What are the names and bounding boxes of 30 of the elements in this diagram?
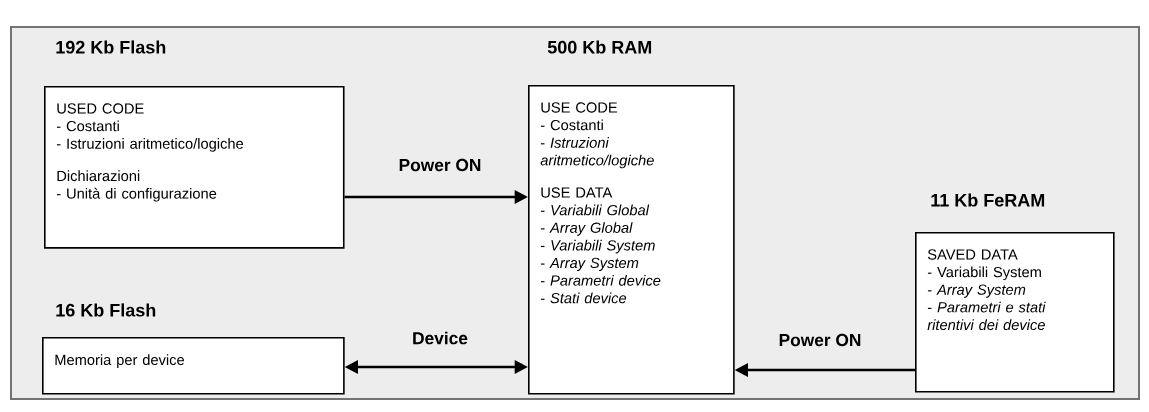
memory-heading: 500 Kb RAM bbox=[547, 40, 652, 54]
node-label: - Costanti bbox=[540, 119, 603, 131]
memory-heading: 16 Kb Flash bbox=[56, 303, 156, 317]
memory-heading: 11 Kb FeRAM bbox=[931, 193, 1045, 207]
edge-label: Power ON bbox=[779, 333, 861, 347]
node-label: - Array System bbox=[927, 284, 1026, 298]
node-label: - Array System bbox=[540, 257, 639, 272]
node-label: - Array Global bbox=[540, 222, 633, 236]
memory-box: Memoria per device bbox=[42, 337, 345, 395]
node-label: - Istruzioni aritmetico/logiche bbox=[56, 138, 244, 152]
node-label: - Istruzioni aritmetico/logiche bbox=[540, 137, 654, 169]
edge-label: Power ON bbox=[399, 158, 481, 172]
node-label: - Variabili System bbox=[927, 266, 1041, 281]
node-label: - Unità di configurazione bbox=[56, 187, 217, 202]
node-label: - Costanti bbox=[56, 120, 119, 132]
node-label: Dichiarazioni bbox=[57, 170, 140, 182]
node-label: - Parametri device bbox=[540, 274, 661, 286]
node-label: USED CODE bbox=[57, 103, 144, 114]
memory-heading: 192 Kb Flash bbox=[56, 40, 166, 54]
node-label: - Variabili System bbox=[540, 239, 655, 254]
node-label: - Parametri e stati ritentivi dei device bbox=[927, 301, 1046, 331]
node-label: SAVED DATA bbox=[927, 249, 1018, 260]
memory-box: USE CODE - Costanti - Istruzioni aritmetico/logiche USE DATA - Variabili Global - Array Global - Variabili System - Array System - Parametri device - Stati device bbox=[528, 85, 735, 395]
edge-label: Device bbox=[413, 331, 468, 345]
node-label: USE DATA bbox=[541, 187, 613, 198]
node-label: - Stati device bbox=[540, 292, 627, 304]
node-label: USE CODE bbox=[541, 102, 618, 113]
node-label: - Variabili Global bbox=[540, 204, 650, 216]
memory-box: USED CODE - Costanti - Istruzioni aritmetico/logiche Dichiarazioni - Unità di configurazione bbox=[44, 86, 345, 249]
memory-box: SAVED DATA - Variabili System - Array System - Parametri e stati ritentivi dei device bbox=[915, 232, 1115, 393]
